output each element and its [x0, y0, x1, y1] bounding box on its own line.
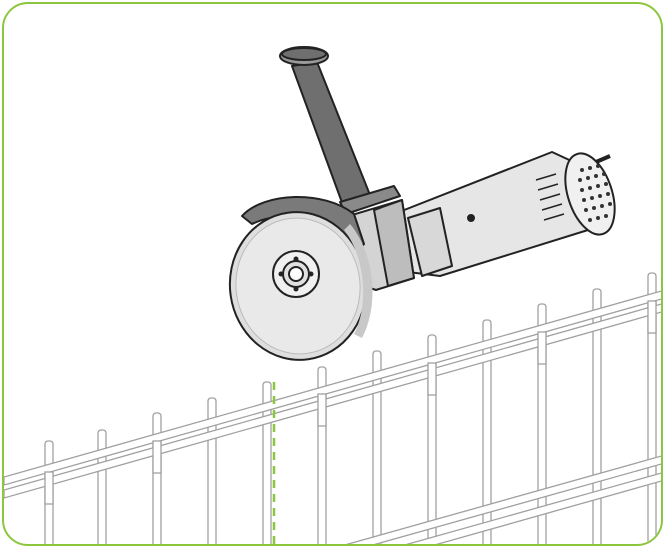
fence-panel: [4, 272, 661, 544]
fence-bar-fronts: [44, 300, 657, 505]
grinder-vents: [535, 173, 565, 221]
fence-horizontal-wires-lower: [345, 455, 661, 544]
grinder-spindle-lock-dot: [467, 214, 475, 222]
grinder-side-handle: [279, 46, 373, 209]
grinder-rear-cap: [564, 152, 616, 236]
fence-horizontal-wires-upper: [4, 290, 661, 499]
grinder-fence-illustration: [4, 46, 661, 544]
angle-grinder: [228, 46, 616, 361]
grinder-flange-nut: [272, 250, 320, 298]
grinder-motor-body: [393, 151, 589, 277]
